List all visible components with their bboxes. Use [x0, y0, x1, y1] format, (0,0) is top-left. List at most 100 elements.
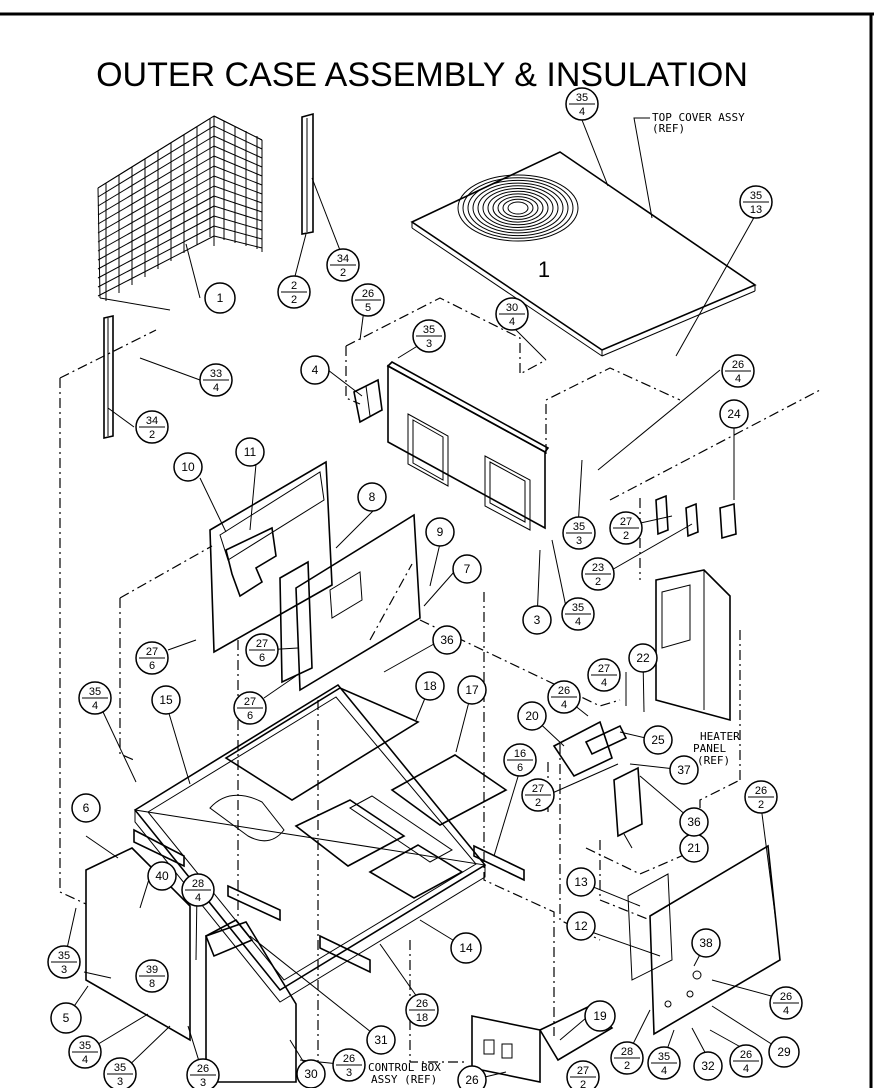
- callout-bubble: [719, 399, 749, 429]
- callout-part-number: 30: [304, 1067, 318, 1081]
- callout-c2: 22: [277, 275, 311, 309]
- callout-bubble: [204, 282, 236, 314]
- callout-c25: 25: [643, 725, 673, 755]
- fan-guard-ring: [472, 182, 564, 234]
- coil-grid-line: [97, 145, 215, 216]
- callout-bubble: [415, 671, 445, 701]
- callout-bubble: [186, 1058, 220, 1088]
- callout-part-number: 27: [620, 516, 632, 528]
- callout-c5: 5: [50, 1002, 82, 1034]
- callout-bubble: [522, 605, 552, 635]
- callout-bubble: [768, 1036, 800, 1068]
- callout-part-number: 15: [159, 693, 173, 707]
- callout-part-number: 26: [780, 991, 792, 1003]
- callout-c28b: 282: [610, 1041, 644, 1075]
- condenser-coil-grid: [97, 115, 263, 311]
- coil-grid-line: [213, 175, 263, 195]
- coil-grid-line: [97, 185, 215, 252]
- callout-quantity: 4: [509, 316, 515, 328]
- coil-grid-line: [213, 135, 263, 159]
- callout-part-number: 25: [651, 733, 665, 747]
- callout-part-number: 6: [83, 801, 90, 815]
- callout-part-number: 19: [593, 1009, 607, 1023]
- top-cover-leader: [633, 117, 653, 219]
- callout-part-number: 18: [423, 679, 437, 693]
- callout-quantity: 3: [117, 1076, 123, 1088]
- callout-c34b: 342: [135, 410, 169, 444]
- coil-grid-line: [97, 195, 215, 261]
- callout-c15: 15: [151, 685, 181, 715]
- coil-grid-line: [213, 225, 263, 240]
- callout-part-number: 13: [574, 875, 588, 889]
- callout-quantity: 4: [783, 1005, 789, 1017]
- callout-part-number: 38: [699, 936, 713, 950]
- callout-bubble: [693, 1051, 723, 1081]
- callout-bubble: [50, 1002, 82, 1034]
- callout-quantity: 13: [750, 204, 762, 216]
- callout-c9: 9: [425, 517, 455, 547]
- fan-guard-ring: [457, 174, 579, 242]
- callout-c35a: 354: [565, 87, 599, 121]
- callout-c35j: 354: [647, 1046, 681, 1080]
- callout-quantity: 4: [195, 892, 201, 904]
- callout-c31: 31: [366, 1025, 396, 1055]
- callout-part-number: 26: [732, 359, 744, 371]
- callout-quantity: 4: [601, 677, 607, 689]
- fan-guard-ring: [487, 190, 549, 226]
- callout-c35e: 354: [561, 597, 595, 631]
- callout-part-number: 27: [532, 783, 544, 795]
- corner-post-upper: [301, 112, 314, 235]
- callout-part-number: 21: [687, 841, 701, 855]
- callout-quantity: 3: [576, 535, 582, 547]
- callout-c35f: 354: [78, 681, 112, 715]
- control-box-note-line2: ASSY (REF): [371, 1073, 437, 1086]
- corner-post-left: [103, 315, 114, 439]
- callout-quantity: 6: [149, 660, 155, 672]
- callout-bubble: [173, 452, 203, 482]
- callout-part-number: 26: [755, 785, 767, 797]
- control-box-note-line1: CONTROL BOX: [368, 1061, 441, 1074]
- callout-c26c: 264: [547, 680, 581, 714]
- callout-c10: 10: [173, 452, 203, 482]
- coil-grid-line: [97, 115, 215, 189]
- callout-quantity: 2: [624, 1060, 630, 1072]
- callout-part-number: 27: [146, 646, 158, 658]
- callout-bubble: [296, 1059, 326, 1088]
- partition-panel: [279, 513, 421, 692]
- callout-c16: 166: [503, 743, 537, 777]
- callout-part-number: 35: [750, 190, 762, 202]
- callout-c30b: 30: [296, 1059, 326, 1088]
- coil-grid-line: [213, 145, 263, 168]
- callout-bubble: [517, 701, 547, 731]
- callout-bubble: [643, 725, 673, 755]
- callout-quantity: 4: [92, 700, 98, 712]
- callout-quantity: 2: [340, 267, 346, 279]
- top-cover-assembly: [410, 151, 757, 357]
- callout-quantity: 2: [535, 797, 541, 809]
- fan-guard-ring: [467, 179, 569, 237]
- callout-bubble: [669, 755, 699, 785]
- callout-part-number: 30: [506, 302, 518, 314]
- callout-quantity: 4: [735, 373, 741, 385]
- callout-c20: 20: [517, 701, 547, 731]
- callout-c17: 17: [457, 675, 487, 705]
- callout-c29: 29: [768, 1036, 800, 1068]
- callout-part-number: 27: [577, 1065, 589, 1077]
- callout-part-number: 16: [514, 748, 526, 760]
- heater-panel-note-line3: (REF): [697, 754, 730, 767]
- side-panel-right: [627, 844, 781, 1036]
- callout-c35g: 353: [47, 945, 81, 979]
- callout-part-number: 26: [362, 288, 374, 300]
- callout-quantity: 5: [365, 302, 371, 314]
- fan-guard-ring: [477, 185, 559, 231]
- callout-part-number: 22: [636, 651, 650, 665]
- callout-part-number: 26: [197, 1063, 209, 1075]
- fan-guard-ring: [482, 188, 554, 228]
- callout-quantity: 6: [259, 652, 265, 664]
- callout-c8: 8: [357, 482, 387, 512]
- coil-grid-line: [97, 135, 215, 207]
- callout-quantity: 4: [561, 699, 567, 711]
- callout-bubble: [147, 861, 177, 891]
- callout-quantity: 3: [200, 1077, 206, 1088]
- fan-guard-ring: [462, 177, 574, 239]
